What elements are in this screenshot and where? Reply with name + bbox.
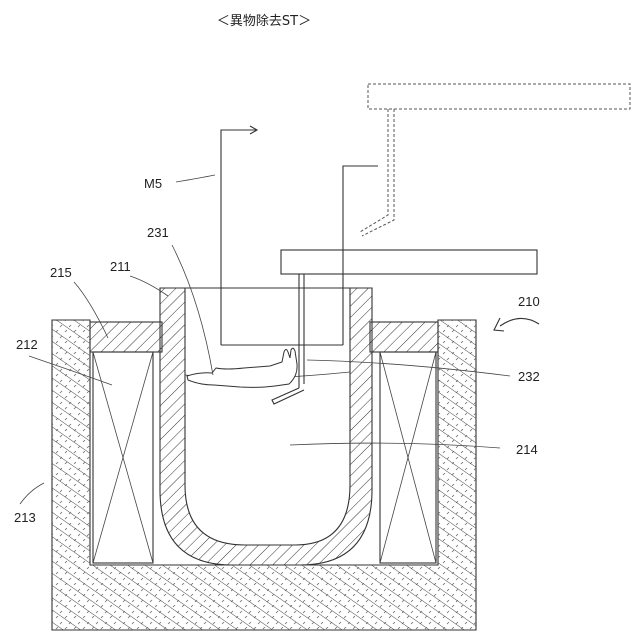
diagram-title: ＜異物除去ST＞ — [217, 14, 311, 29]
crucible — [160, 288, 372, 565]
retracted-holder-outline — [360, 84, 630, 236]
holder-arm — [281, 250, 537, 274]
induction-coil-right — [380, 352, 436, 563]
label-215: 215 — [50, 265, 72, 280]
label-212: 212 — [16, 337, 38, 352]
motion-path-m5 — [221, 126, 343, 345]
induction-coil-left — [93, 352, 153, 563]
label-231: 231 — [147, 225, 169, 240]
foreign-object — [187, 348, 297, 387]
label-214: 214 — [516, 442, 538, 457]
insulation-block-right — [370, 322, 438, 352]
insulation-block-left — [90, 322, 162, 352]
label-232: 232 — [518, 369, 540, 384]
label-210: 210 — [518, 294, 540, 309]
label-211: 211 — [110, 259, 131, 274]
label-213: 213 — [14, 510, 36, 525]
label-m5: M5 — [144, 176, 162, 191]
